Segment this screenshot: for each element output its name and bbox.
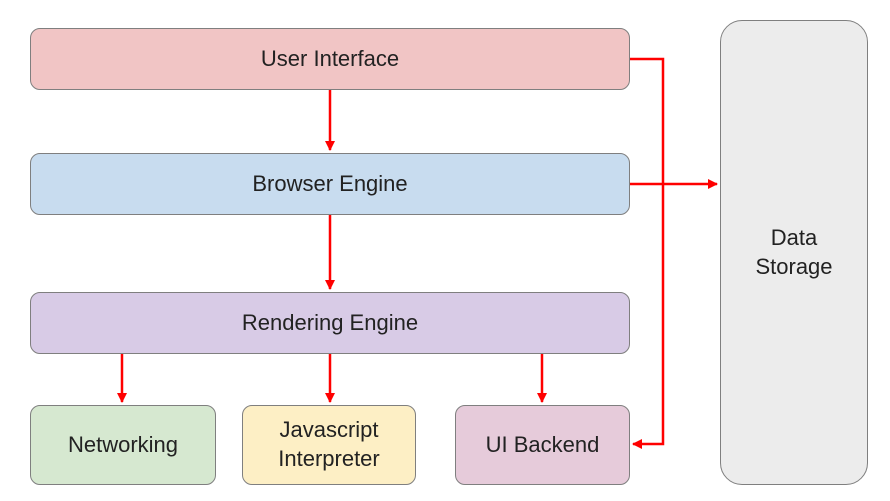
networking-box: Networking bbox=[30, 405, 216, 485]
data-storage-label: Data Storage bbox=[755, 224, 833, 279]
javascript-interpreter-label: Javascript Interpreter bbox=[278, 417, 380, 471]
browser-engine-label: Browser Engine bbox=[252, 170, 408, 196]
rendering-engine-box: Rendering Engine bbox=[30, 292, 630, 354]
browser-engine-box: Browser Engine bbox=[30, 153, 630, 215]
ui-backend-label: UI Backend bbox=[485, 431, 600, 457]
user-interface-box: User Interface bbox=[30, 28, 630, 90]
rendering-engine-label: Rendering Engine bbox=[241, 309, 419, 335]
javascript-interpreter-box: Javascript Interpreter bbox=[242, 405, 416, 485]
networking-label: Networking bbox=[67, 431, 179, 457]
data-storage-box: Data Storage bbox=[720, 20, 868, 485]
user-interface-label: User Interface bbox=[260, 45, 400, 71]
ui-backend-box: UI Backend bbox=[455, 405, 630, 485]
arrow-ui-to-ui-backend bbox=[630, 57, 665, 449]
